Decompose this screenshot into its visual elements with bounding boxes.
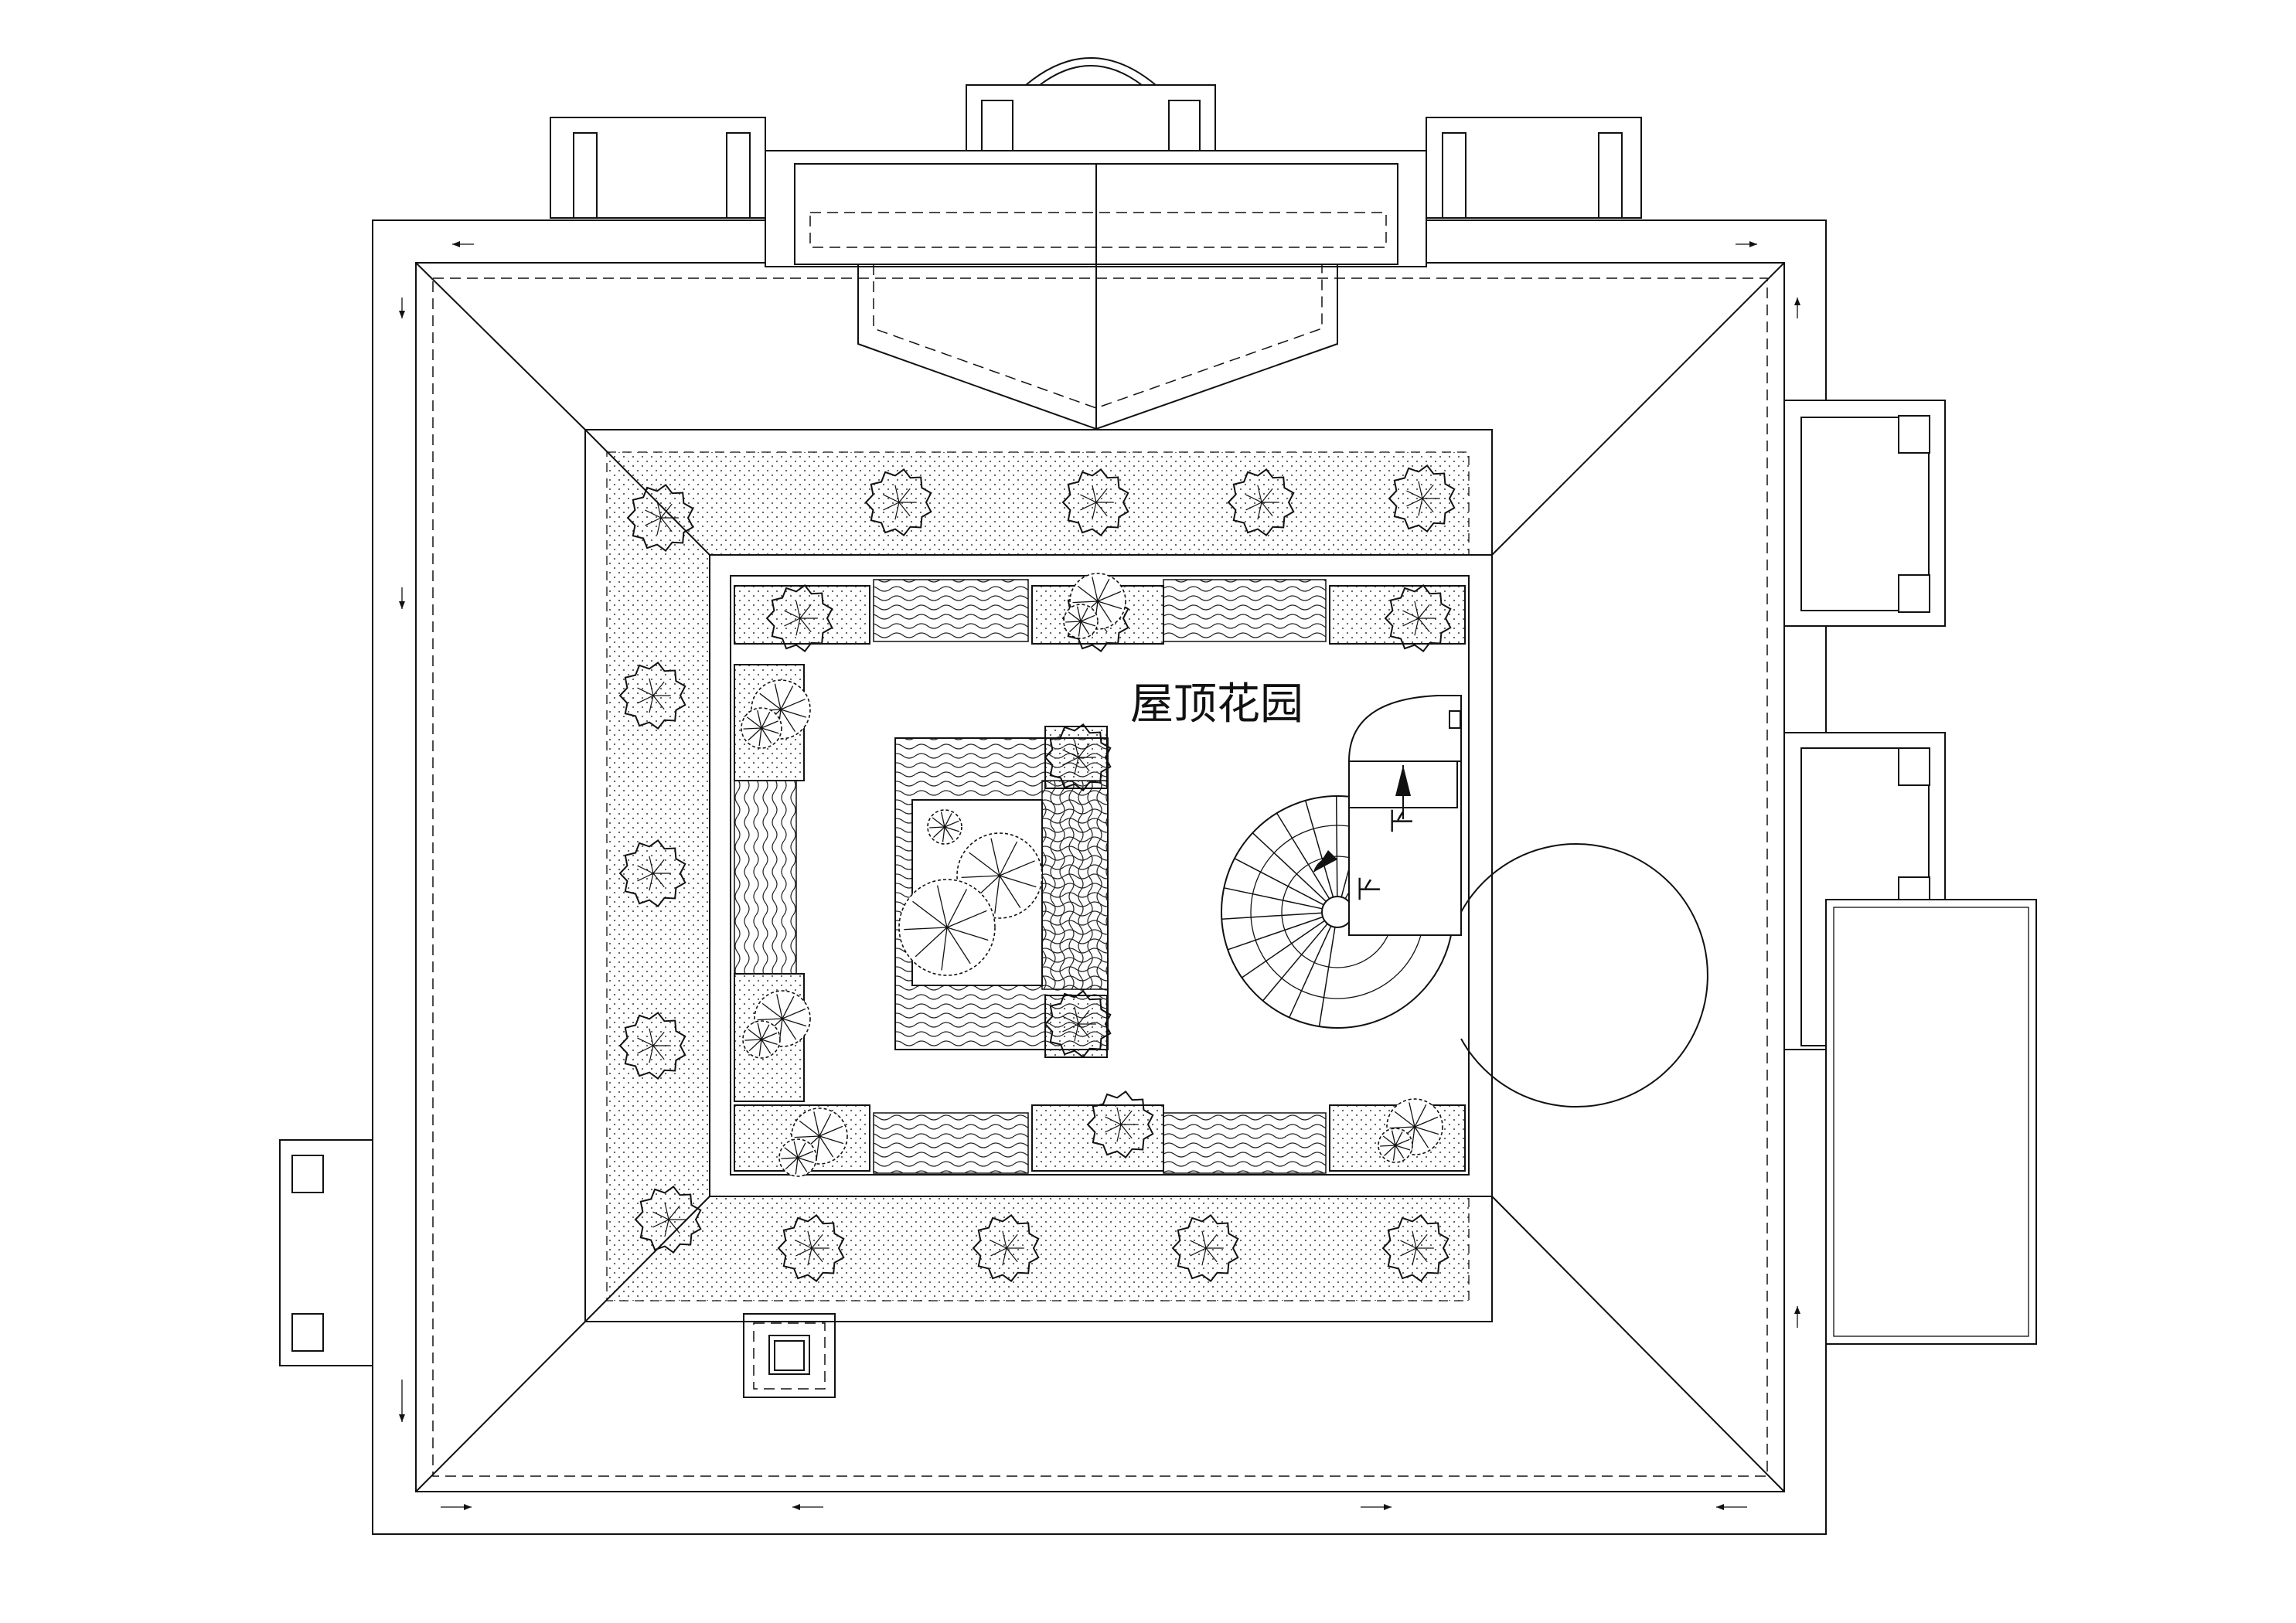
stair-tread xyxy=(1262,923,1328,1002)
shrub-group xyxy=(618,464,1456,1282)
shrub-symbol xyxy=(1044,723,1112,791)
north-pediment xyxy=(550,57,1642,430)
shrub-symbol xyxy=(765,584,833,652)
tree-symbol xyxy=(742,1020,781,1059)
shrub-symbol xyxy=(1381,1214,1449,1282)
stair-tread xyxy=(1318,927,1336,1027)
stair-down-label-lower: 下 xyxy=(1354,876,1384,901)
spiral-staircase: 下 下 xyxy=(1221,695,1708,1108)
tree-symbol xyxy=(898,879,996,976)
shrub-symbol xyxy=(1086,1091,1154,1159)
east-wing xyxy=(1783,400,2037,1345)
stair-tread xyxy=(1227,916,1323,951)
stair-tread xyxy=(1224,887,1323,910)
skylight-box xyxy=(743,1313,836,1398)
shrub-symbol xyxy=(634,1186,702,1254)
stair-down-label-upper: 下 xyxy=(1387,808,1416,833)
shrub-symbol xyxy=(626,484,694,552)
tree-symbol xyxy=(927,809,962,845)
shrub-symbol xyxy=(1227,468,1295,536)
stair-tread xyxy=(1289,925,1332,1018)
drain-arrows xyxy=(399,241,1800,1510)
shrub-symbol xyxy=(864,468,932,536)
tree-symbol xyxy=(778,1138,817,1177)
shrub-symbol xyxy=(972,1214,1040,1282)
tree-symbol xyxy=(741,707,782,749)
tree-group xyxy=(741,573,1443,1177)
stair-tread xyxy=(1234,858,1324,906)
tree-symbol xyxy=(1063,604,1099,639)
stair-tread xyxy=(1252,832,1327,902)
shrub-symbol xyxy=(1171,1214,1239,1282)
shrub-symbol xyxy=(618,662,686,730)
west-balcony xyxy=(279,1139,373,1366)
shrub-symbol xyxy=(1061,468,1129,536)
stair-tread xyxy=(1304,800,1334,898)
stair-tread xyxy=(1221,912,1323,920)
shrub-symbol xyxy=(618,1012,686,1080)
shrub-symbol xyxy=(618,839,686,907)
shrub-symbol xyxy=(1384,584,1452,652)
stair-tread xyxy=(1276,812,1330,900)
shrub-symbol xyxy=(1388,464,1456,532)
stair-tread xyxy=(1241,920,1325,978)
shrub-symbol xyxy=(777,1214,845,1282)
garden-title: 屋顶花园 xyxy=(1130,679,1303,730)
shrub-symbol xyxy=(1044,990,1112,1058)
tree-symbol xyxy=(1378,1128,1413,1163)
